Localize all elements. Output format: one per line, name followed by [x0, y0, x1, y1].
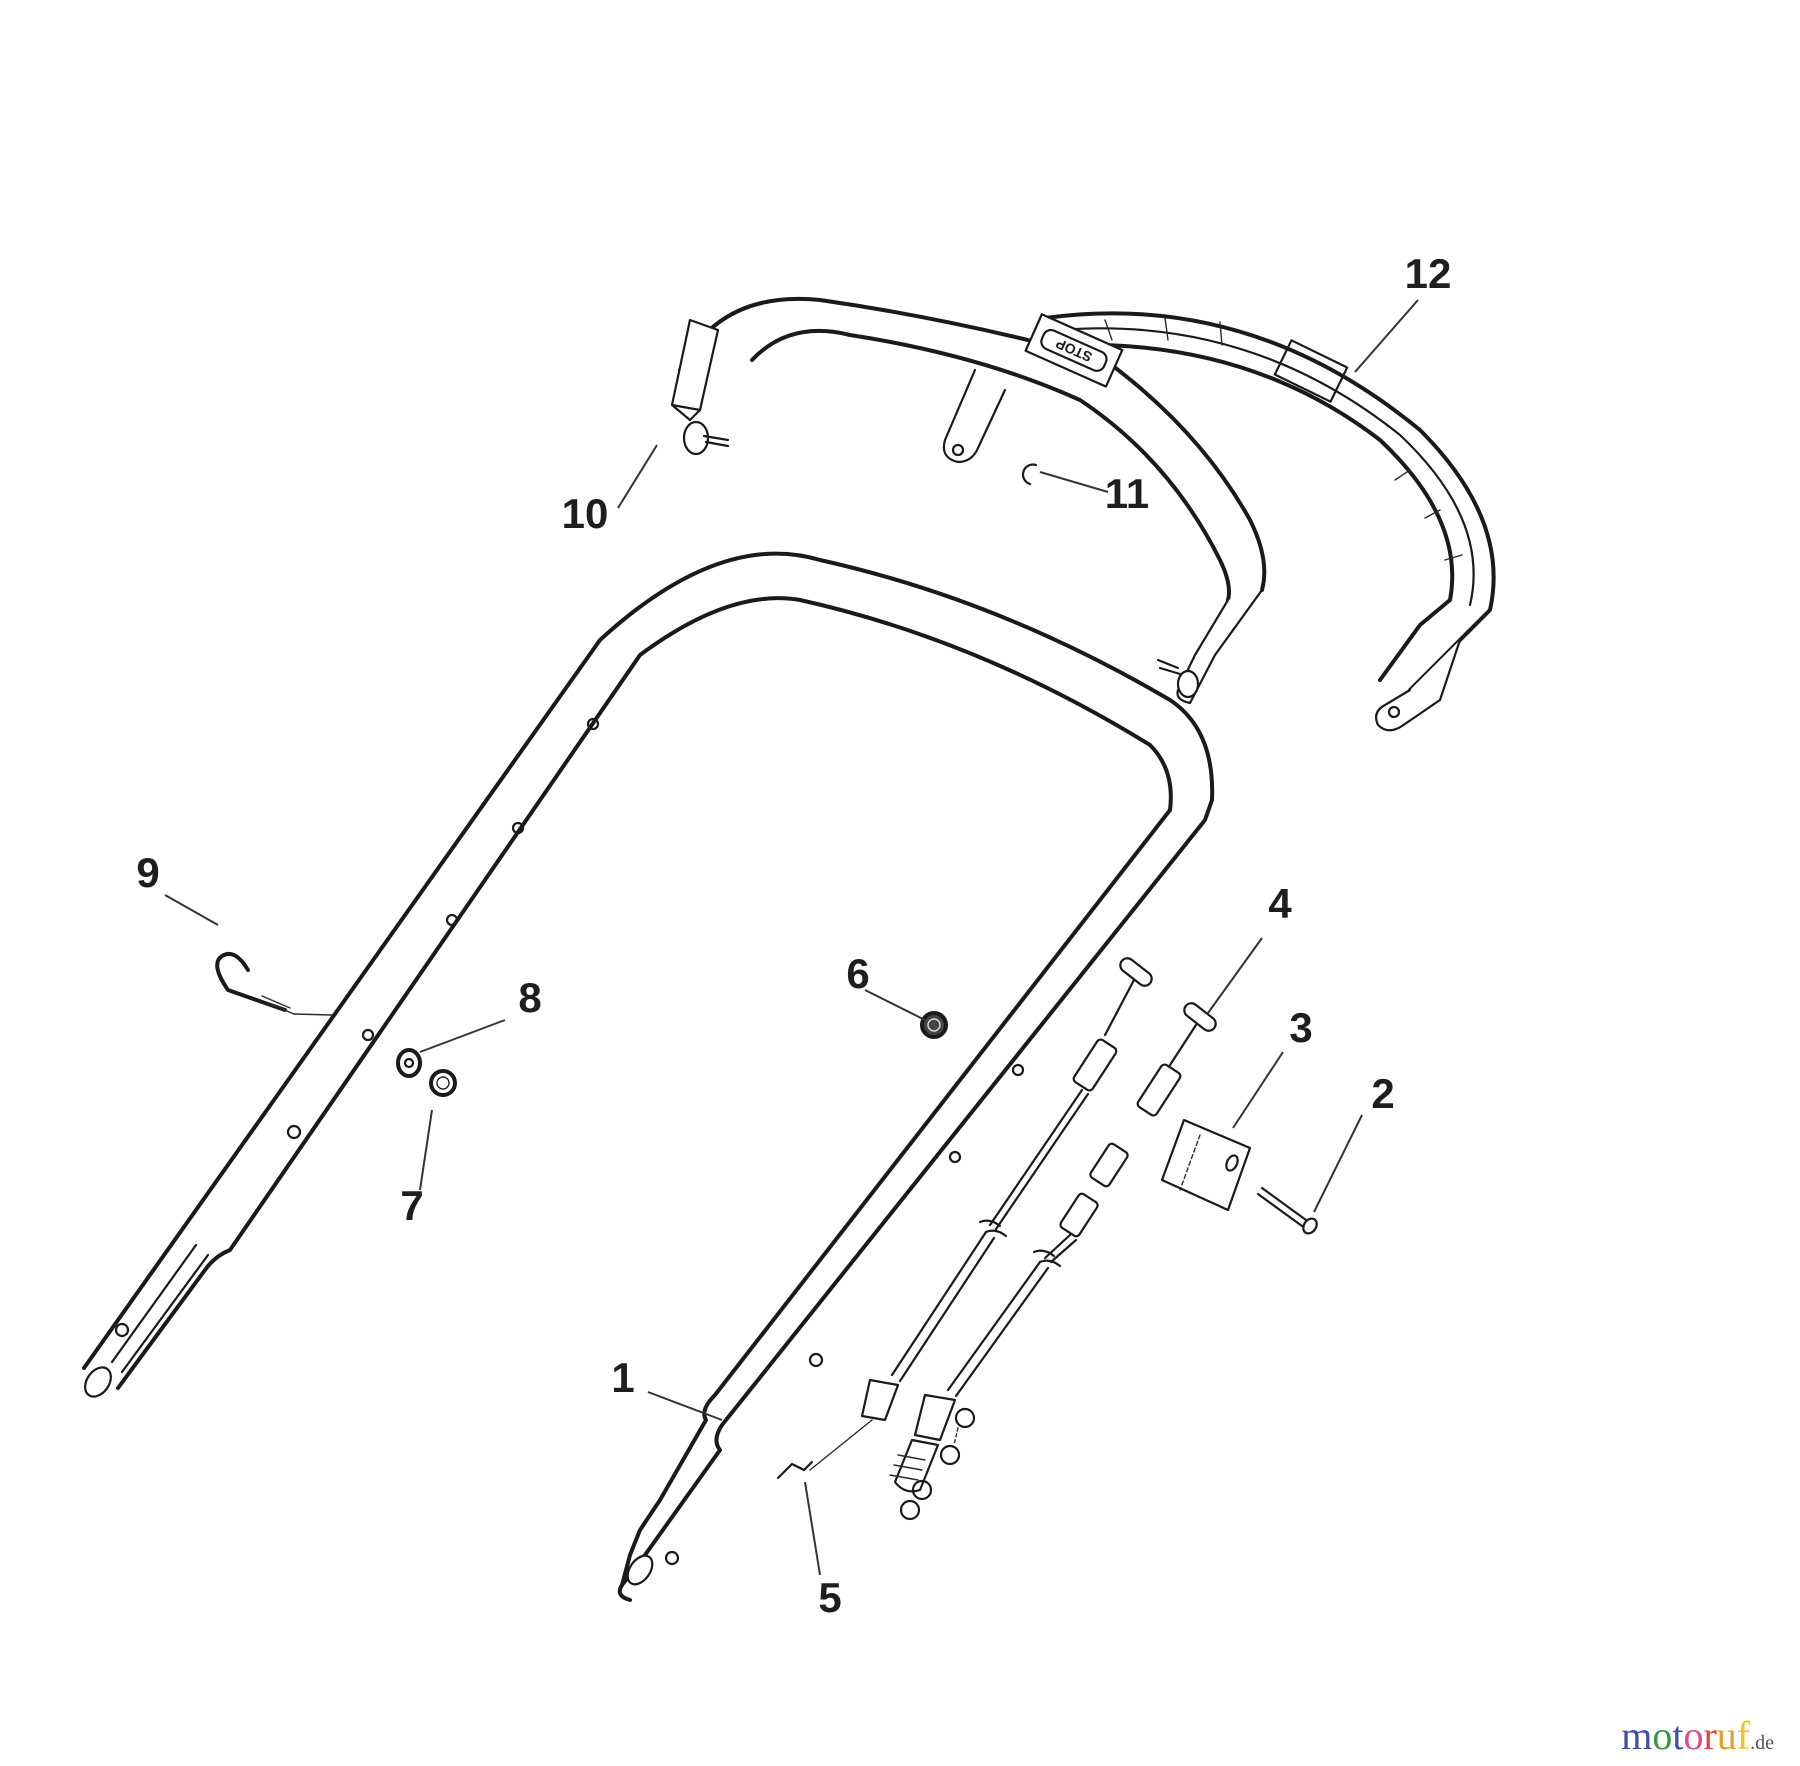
callout-7: 7	[400, 1182, 423, 1229]
leader-line-4	[1207, 937, 1263, 1014]
leader-line-9	[164, 894, 219, 926]
leader-line-6	[864, 989, 926, 1021]
callout-4: 4	[1268, 880, 1292, 927]
watermark-letter: f	[1736, 1713, 1751, 1758]
callout-5: 5	[818, 1574, 841, 1621]
washer	[396, 1048, 422, 1078]
cable-hook-screw	[215, 951, 333, 1016]
watermark-letter: m	[1621, 1713, 1653, 1758]
leader-line-2	[1313, 1114, 1363, 1213]
nut	[920, 1011, 948, 1039]
leader-line-11	[1039, 471, 1109, 493]
leader-line-1	[647, 1391, 723, 1421]
cable-holder-block	[1160, 1118, 1252, 1212]
cable-z-hook	[776, 1460, 814, 1480]
watermark-letter: o	[1652, 1713, 1673, 1758]
callout-1: 1	[611, 1354, 634, 1401]
watermark-logo: motoruf.de	[1621, 1716, 1774, 1756]
callout-3: 3	[1289, 1004, 1312, 1051]
leader-line-5	[804, 1481, 821, 1576]
circlip	[1021, 463, 1038, 486]
watermark-letter: r	[1703, 1713, 1717, 1758]
leader-line-8	[419, 1019, 506, 1053]
callout-11: 11	[1105, 470, 1149, 517]
callout-9: 9	[136, 849, 159, 896]
watermark-tld: .de	[1750, 1732, 1774, 1754]
watermark-letter: o	[1683, 1713, 1704, 1758]
callout-12: 12	[1405, 250, 1452, 297]
upper-handle: STOP	[670, 296, 1267, 705]
callout-10: 10	[562, 490, 609, 537]
leader-line-10	[617, 444, 658, 509]
bolt	[1256, 1186, 1318, 1235]
watermark-brand: motoruf	[1621, 1713, 1750, 1758]
callout-6: 6	[846, 950, 869, 997]
watermark-letter: u	[1716, 1713, 1737, 1758]
lock-nut	[429, 1069, 457, 1097]
watermark-letter: t	[1672, 1713, 1684, 1758]
leader-line-3	[1232, 1051, 1284, 1129]
operator-presence-bail	[1043, 311, 1496, 732]
leader-line-12	[1354, 299, 1419, 373]
control-cable	[809, 957, 1217, 1521]
callout-8: 8	[518, 974, 541, 1021]
leader-line-7	[419, 1109, 433, 1191]
lower-handle-bar	[82, 551, 1215, 1602]
callout-2: 2	[1371, 1070, 1394, 1117]
